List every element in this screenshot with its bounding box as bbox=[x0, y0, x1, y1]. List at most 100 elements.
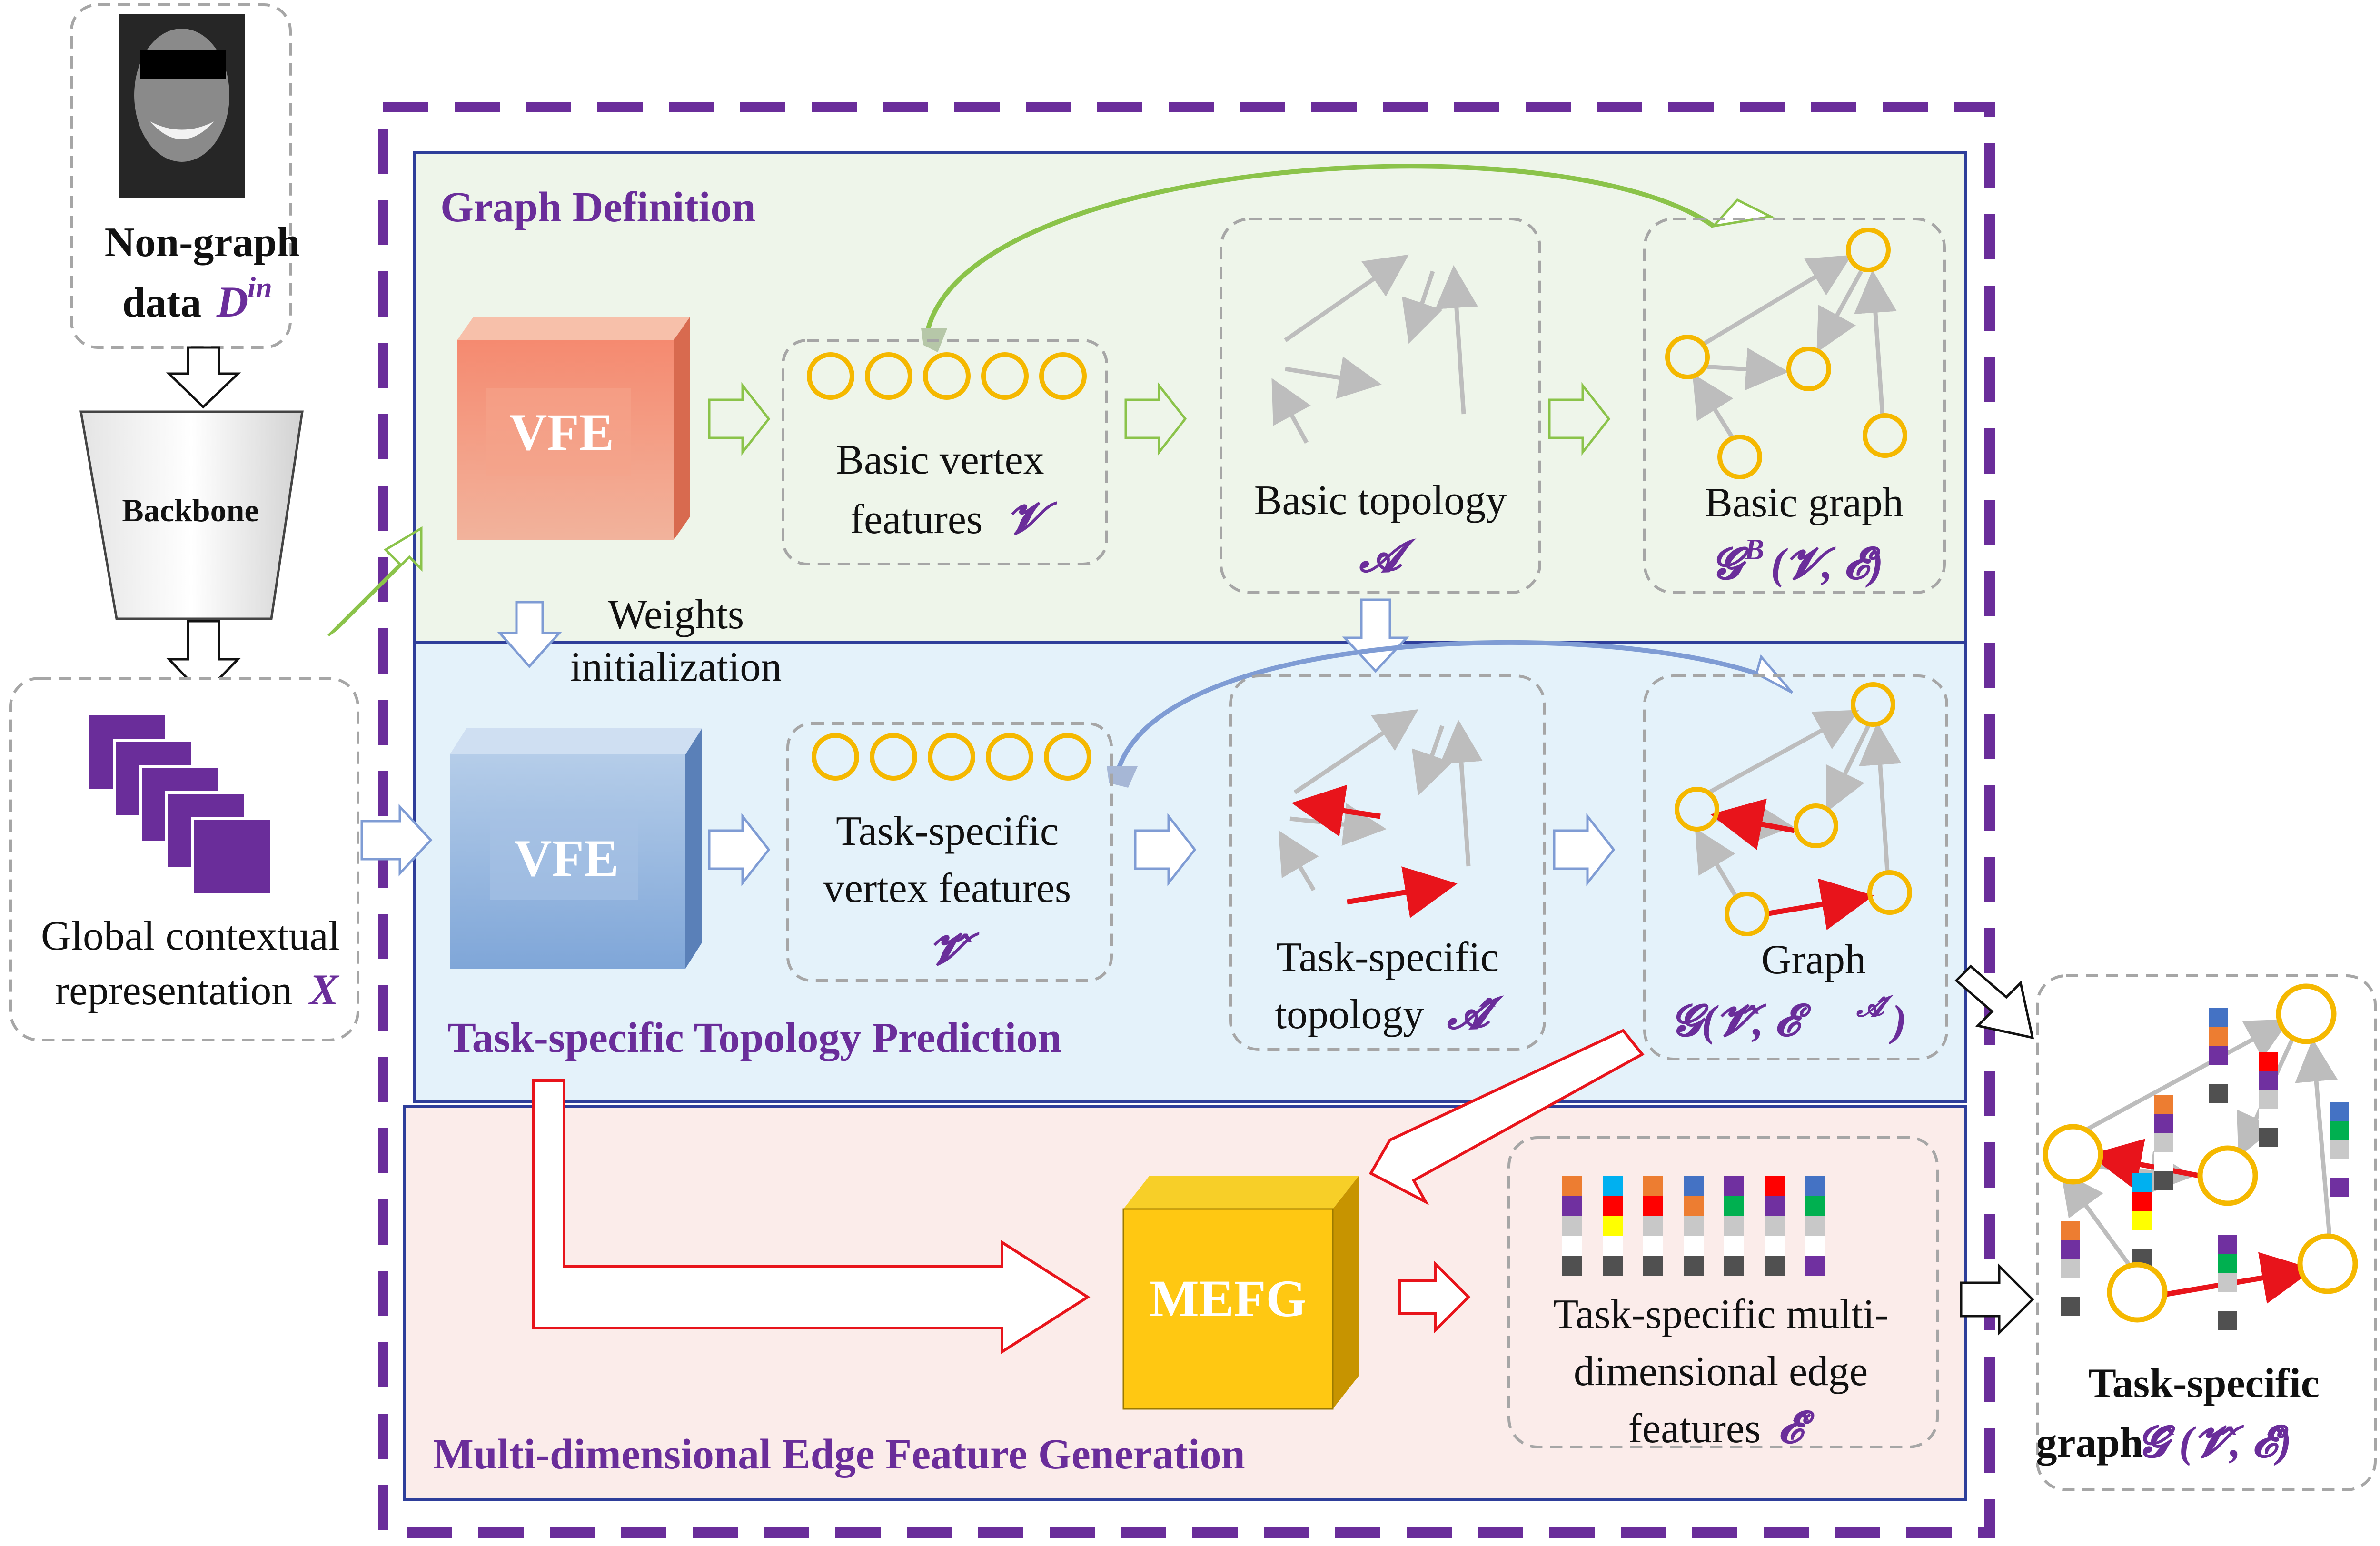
arrow-vfe2-to-ts-vertex bbox=[708, 813, 771, 887]
basic-vertex-label-line2: features bbox=[850, 496, 982, 543]
mefg-box bbox=[1122, 1176, 1359, 1410]
arrow-rep-to-vfe1 bbox=[327, 526, 423, 636]
output-feature-stack-4 bbox=[2330, 1102, 2349, 1197]
input-label-line1: Non-graph bbox=[105, 219, 300, 266]
eye-censor-bar bbox=[140, 50, 226, 79]
arrow-rep-to-vfe2 bbox=[360, 803, 433, 877]
edge-feature-columns bbox=[1562, 1176, 1825, 1276]
edge-feature-col-7 bbox=[1805, 1176, 1825, 1276]
edge-features-label-line1: Task-specific multi- bbox=[1553, 1291, 1889, 1338]
black-arrows bbox=[1954, 964, 2034, 1336]
curved-arrow-ts-vertex-to-graph bbox=[1116, 640, 1757, 770]
arrow-graph-to-mefg bbox=[1368, 1029, 1645, 1206]
arrow-topology-to-basic-graph bbox=[1548, 382, 1611, 456]
graph-label: Graph bbox=[1761, 937, 1866, 983]
output-math: 𝓖̂ (𝓥̂, 𝓔̂) bbox=[2137, 1417, 2291, 1466]
backbone-label: Backbone bbox=[122, 492, 258, 528]
input-math-d: D bbox=[216, 277, 248, 326]
graph-math-close: ) bbox=[1889, 996, 1907, 1045]
output-feature-stack-5 bbox=[2132, 1173, 2152, 1269]
output-nodes bbox=[2043, 983, 2358, 1323]
graph-red-edges bbox=[1710, 798, 1874, 931]
edge-feature-col-4 bbox=[1684, 1176, 1704, 1276]
feature-map-stack bbox=[87, 713, 273, 896]
basic-graph-math-sup: B bbox=[1744, 534, 1764, 566]
arrow-vfe1-to-vertex bbox=[708, 382, 771, 456]
edge-feature-col-6 bbox=[1765, 1176, 1785, 1276]
ts-topology-red-edges bbox=[1291, 784, 1458, 918]
edge-feature-col-2 bbox=[1603, 1176, 1623, 1276]
section-title-topology-prediction: Task-specific Topology Prediction bbox=[447, 1014, 1061, 1061]
output-feature-stack-1 bbox=[2209, 1008, 2228, 1103]
basic-vertex-circles bbox=[807, 352, 1087, 400]
output-feature-stack-6 bbox=[2061, 1221, 2080, 1316]
arrow-vertex-to-topology bbox=[1124, 382, 1187, 456]
arrow-ts-vertex-to-topology bbox=[1134, 813, 1197, 887]
output-feature-stack-7 bbox=[2218, 1235, 2237, 1330]
purple-dashed-frame bbox=[378, 102, 1995, 1538]
arrow-edges-to-output bbox=[1960, 1263, 2034, 1336]
output-gray-edges bbox=[2061, 1019, 2338, 1268]
vfe-box-2 bbox=[450, 728, 702, 969]
arrow-vfe2-to-mefg bbox=[532, 1079, 1091, 1355]
output-label-line2: graph bbox=[2036, 1420, 2143, 1466]
output-graph-box bbox=[2036, 974, 2377, 1491]
basic-graph-box bbox=[1643, 218, 1946, 594]
representation-math-x: X bbox=[308, 965, 340, 1014]
output-feature-stack-3 bbox=[2259, 1052, 2278, 1147]
ts-topology-label-line2: topology bbox=[1275, 991, 1424, 1038]
edge-features-label-line2: dimensional edge bbox=[1574, 1348, 1868, 1395]
ts-topology-label-line1: Task-specific bbox=[1276, 934, 1499, 981]
basic-graph-edges bbox=[1692, 255, 1897, 439]
mefg-label: MEFG bbox=[1150, 1269, 1307, 1328]
dashed-boxes bbox=[782, 218, 2377, 1491]
basic-graph-math-args: (𝓥, 𝓔) bbox=[1771, 539, 1884, 588]
arrow-weights-init bbox=[497, 601, 562, 668]
vfe-box-1 bbox=[457, 317, 690, 540]
edge-feature-col-1 bbox=[1562, 1176, 1582, 1276]
edge-feature-col-5 bbox=[1724, 1176, 1744, 1276]
input-math-sup: in bbox=[248, 272, 272, 304]
red-arrows bbox=[532, 1029, 1645, 1355]
ts-vertex-label-line1: Task-specific bbox=[836, 808, 1059, 854]
curved-arrow-basic-vertex-to-graph bbox=[926, 164, 1715, 329]
graph-nodes bbox=[1675, 682, 1912, 936]
curved-arrow-basic-head bbox=[1710, 198, 1775, 228]
output-label-line1: Task-specific bbox=[2088, 1360, 2320, 1407]
input-label-line2: data bbox=[122, 280, 201, 326]
smile-teeth bbox=[150, 121, 214, 139]
ts-topology-box bbox=[1229, 674, 1546, 1051]
graph-math: 𝓖(𝓥̂, 𝓔 bbox=[1671, 996, 1812, 1045]
weights-label-line2: initialization bbox=[570, 644, 782, 690]
backbone-block bbox=[79, 410, 304, 620]
vfe-label-1: VFE bbox=[509, 403, 614, 461]
curved-arrow-ts-root bbox=[1107, 766, 1138, 788]
vfe-label-2: VFE bbox=[514, 829, 619, 887]
ts-vertex-circles bbox=[812, 733, 1091, 781]
arrow-graph-to-output bbox=[1954, 964, 2034, 1040]
edge-feature-col-3 bbox=[1643, 1176, 1663, 1276]
section-title-edge-generation: Multi-dimensional Edge Feature Generatio… bbox=[433, 1431, 1245, 1478]
basic-topology-label: Basic topology bbox=[1254, 477, 1507, 524]
arrow-input-to-backbone bbox=[166, 346, 241, 409]
edge-features-label-line3: features bbox=[1628, 1406, 1761, 1452]
representation-label-line2: representation bbox=[55, 968, 292, 1014]
representation-label-line1: Global contextual bbox=[41, 913, 340, 959]
weights-label-line1: Weights bbox=[608, 592, 744, 638]
basic-graph-nodes bbox=[1665, 228, 1907, 479]
section-title-graph-definition: Graph Definition bbox=[440, 184, 756, 231]
basic-topology-box bbox=[1220, 218, 1541, 594]
basic-graph-label: Basic graph bbox=[1705, 480, 1904, 526]
output-feature-stack-2 bbox=[2154, 1095, 2173, 1190]
basic-vertex-label-line1: Basic vertex bbox=[836, 437, 1044, 483]
basic-topology-edges bbox=[1271, 254, 1478, 444]
face-image bbox=[119, 14, 245, 198]
edge-features-box bbox=[1507, 1136, 1939, 1448]
basic-vertex-box bbox=[782, 339, 1108, 565]
graph-box bbox=[1643, 674, 1948, 1060]
blue-arrows bbox=[360, 598, 1616, 887]
arrow-ts-topology-to-graph bbox=[1553, 813, 1616, 887]
ts-vertex-label-line2: vertex features bbox=[823, 865, 1071, 912]
